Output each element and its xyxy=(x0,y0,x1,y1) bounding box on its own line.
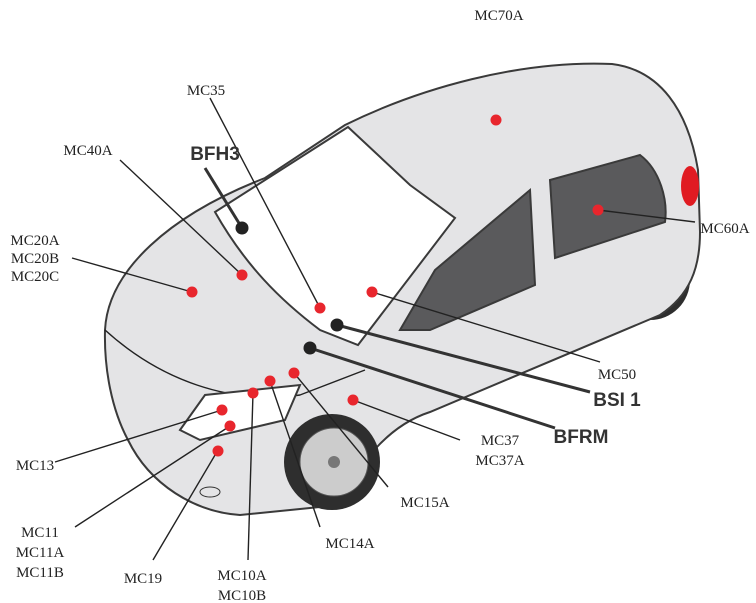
front-side-window xyxy=(398,187,537,331)
dot-mc40a[interactable] xyxy=(236,269,248,281)
line-mc35 xyxy=(209,97,321,309)
windshield xyxy=(213,125,457,347)
label-mc60a: MC60A xyxy=(700,221,749,237)
label-mc20c: MC20C xyxy=(11,269,59,285)
dot-mc11[interactable] xyxy=(224,420,236,432)
line-mc10 xyxy=(247,392,254,561)
line-mc15a xyxy=(293,372,389,488)
line-mc37 xyxy=(352,399,461,441)
dot-mc10[interactable] xyxy=(247,387,259,399)
label-mc14a: MC14A xyxy=(325,536,374,552)
label-mc35: MC35 xyxy=(187,83,225,99)
front-wheel-hub xyxy=(328,456,340,468)
label-mc20b: MC20B xyxy=(11,251,59,267)
line-mc40a xyxy=(119,159,243,276)
rear-side-window xyxy=(548,153,667,260)
tail-light xyxy=(681,166,699,206)
line-mc50 xyxy=(371,291,601,363)
line-bfrm xyxy=(309,346,556,430)
label-mc13: MC13 xyxy=(16,458,54,474)
dot-mc60a[interactable] xyxy=(592,204,604,216)
dot-mc37[interactable] xyxy=(347,394,359,406)
dot-mc15a[interactable] xyxy=(288,367,300,379)
labels: MC70A MC35 MC40A BFH3 MC20A MC20B MC20C … xyxy=(10,8,749,603)
fog-light xyxy=(199,486,221,498)
line-mc20 xyxy=(71,257,193,293)
label-mc11: MC11 xyxy=(21,525,59,541)
dot-mc50[interactable] xyxy=(366,286,378,298)
connector-dots xyxy=(186,114,604,457)
dot-mc14a[interactable] xyxy=(264,375,276,387)
front-grille xyxy=(178,383,302,442)
dot-mc70a[interactable] xyxy=(490,114,502,126)
label-mc37: MC37 xyxy=(481,433,520,449)
line-mc14a xyxy=(269,380,321,528)
leader-lines xyxy=(54,97,696,561)
dot-mc35[interactable] xyxy=(314,302,326,314)
label-mc11a: MC11A xyxy=(16,545,65,561)
line-mc60a xyxy=(597,209,696,223)
label-bfh3: BFH3 xyxy=(190,144,240,165)
dot-mc20[interactable] xyxy=(186,286,198,298)
line-bsi1 xyxy=(336,323,591,394)
label-mc19: MC19 xyxy=(124,571,162,587)
label-mc37a: MC37A xyxy=(475,453,524,469)
line-bfh3 xyxy=(203,167,244,229)
label-mc70a: MC70A xyxy=(474,8,523,24)
label-mc40a: MC40A xyxy=(63,143,112,159)
dot-mc13[interactable] xyxy=(216,404,228,416)
line-mc13 xyxy=(54,409,223,463)
label-mc15a: MC15A xyxy=(400,495,449,511)
dot-mc19[interactable] xyxy=(212,445,224,457)
label-mc20a: MC20A xyxy=(10,233,59,249)
dot-bsi1[interactable] xyxy=(330,318,344,332)
label-mc10b: MC10B xyxy=(218,588,266,603)
label-mc50: MC50 xyxy=(598,367,636,383)
dot-bfrm[interactable] xyxy=(303,341,317,355)
label-bsi1: BSI 1 xyxy=(593,390,641,411)
car-illustration xyxy=(103,62,702,517)
label-bfrm: BFRM xyxy=(554,427,609,448)
label-mc11b: MC11B xyxy=(16,565,64,581)
label-mc10a: MC10A xyxy=(217,568,266,584)
line-mc11 xyxy=(74,425,231,528)
dot-bfh3[interactable] xyxy=(235,221,249,235)
line-mc19 xyxy=(152,449,219,561)
